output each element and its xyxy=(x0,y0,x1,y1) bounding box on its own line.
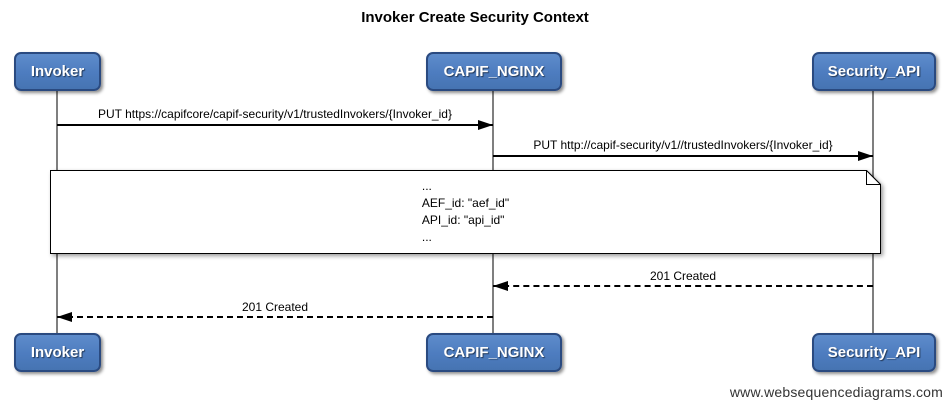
actor-label: Invoker xyxy=(30,63,85,80)
arrowhead-left-icon xyxy=(493,281,508,291)
message-line xyxy=(493,155,873,157)
message-line-dashed xyxy=(493,285,873,287)
actor-box-capif-nginx-bottom: CAPIF_NGINX xyxy=(426,333,562,372)
diagram-title: Invoker Create Security Context xyxy=(361,9,589,26)
message-label-201-created: 201 Created xyxy=(649,269,717,283)
actor-label: CAPIF_NGINX xyxy=(443,344,545,361)
actor-box-security-api-top: Security_API xyxy=(812,52,936,91)
message-label-put-trusted-invokers-internal: PUT http://capif-security/v1//trustedInv… xyxy=(533,138,833,152)
message-line xyxy=(57,124,493,126)
note-line: ... xyxy=(421,230,432,244)
note-line: API_id: "api_id" xyxy=(421,213,505,227)
actor-label: Invoker xyxy=(30,344,85,361)
actor-box-capif-nginx-top: CAPIF_NGINX xyxy=(426,52,562,91)
message-label-201-created: 201 Created xyxy=(241,300,309,314)
note-fold-corner xyxy=(866,170,881,185)
actor-box-invoker-bottom: Invoker xyxy=(14,333,101,372)
note-line: ... xyxy=(421,179,432,193)
actor-label: CAPIF_NGINX xyxy=(443,63,545,80)
actor-label: Security_API xyxy=(827,63,921,80)
actor-box-invoker-top: Invoker xyxy=(14,52,101,91)
message-line-dashed xyxy=(57,316,493,318)
note-line: AEF_id: "aef_id" xyxy=(421,196,510,210)
note: ... AEF_id: "aef_id" API_id: "api_id" ..… xyxy=(50,178,881,246)
note-shape xyxy=(50,170,881,254)
message-label-put-trusted-invokers: PUT https://capifcore/capif-security/v1/… xyxy=(98,107,452,121)
arrowhead-right-icon xyxy=(478,120,493,130)
arrowhead-right-icon xyxy=(858,151,873,161)
actor-box-security-api-bottom: Security_API xyxy=(812,333,936,372)
note-body xyxy=(50,170,881,254)
arrowhead-left-icon xyxy=(57,312,72,322)
websequencediagrams-watermark: www.websequencediagrams.com xyxy=(729,384,943,400)
actor-label: Security_API xyxy=(827,344,921,361)
